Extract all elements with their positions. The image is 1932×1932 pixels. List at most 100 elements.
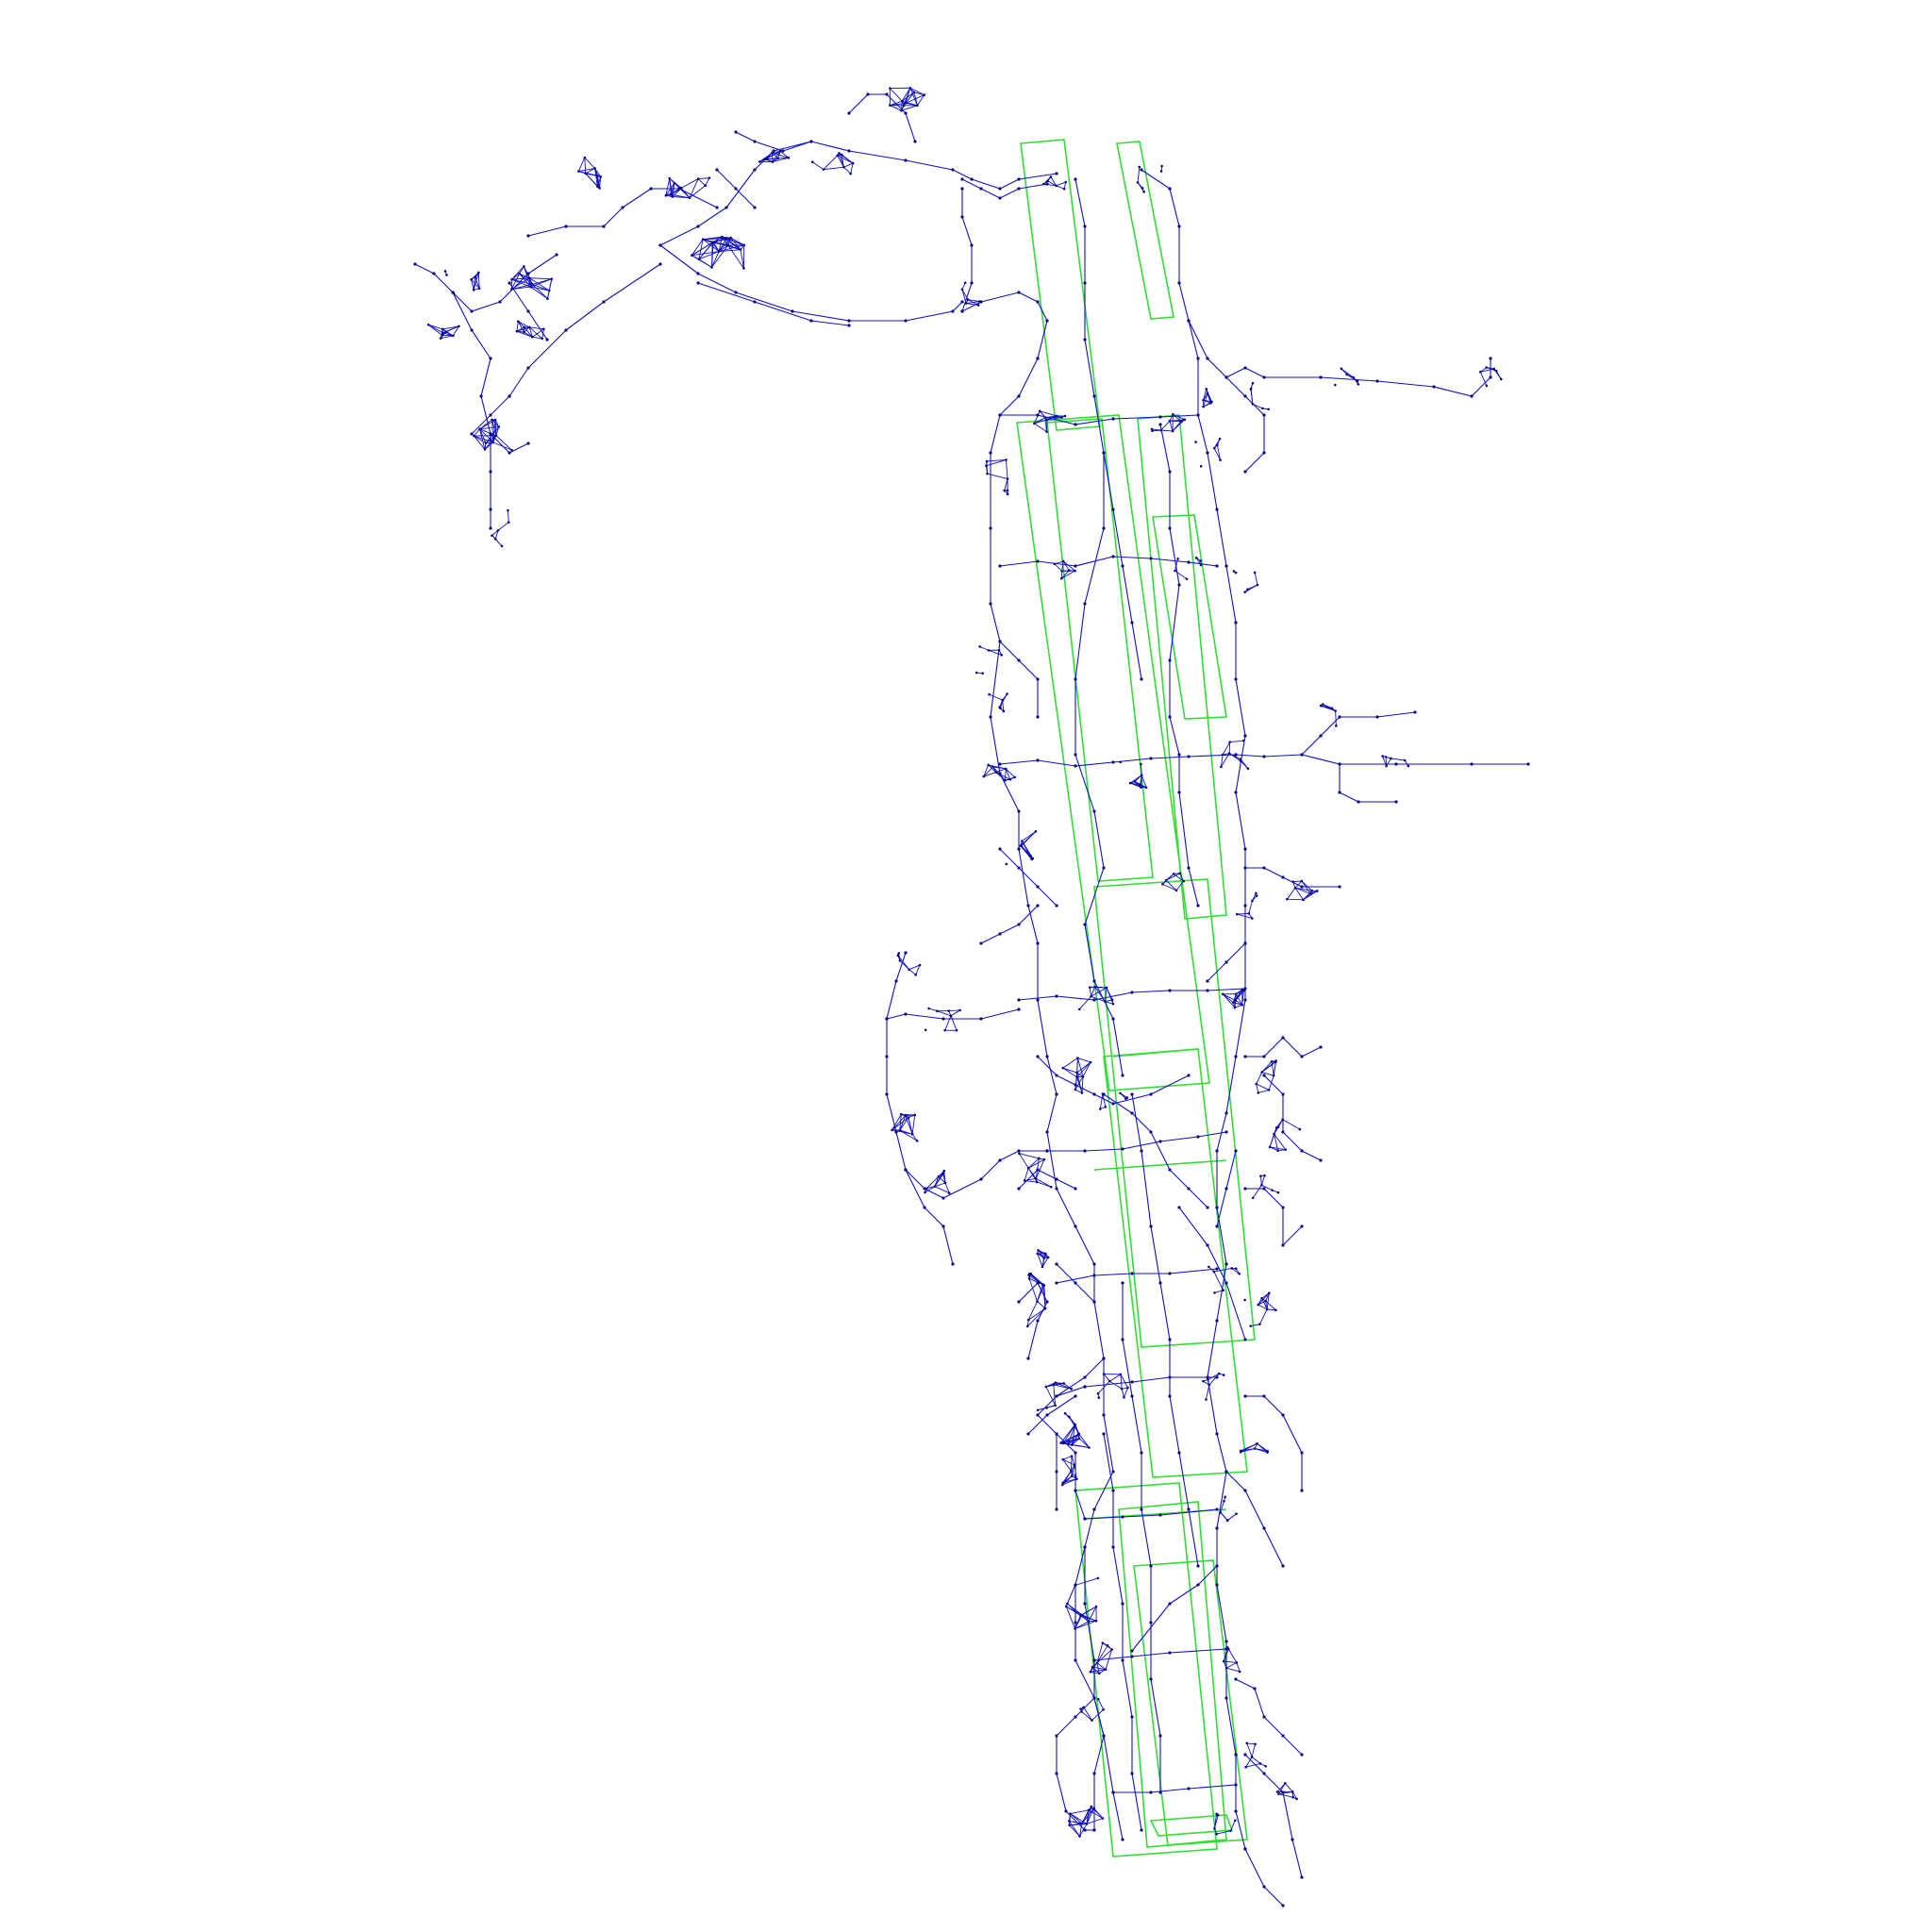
mesh-node [1090,995,1092,998]
node-36-1 [1206,1243,1208,1246]
mesh-link [990,694,1003,700]
mesh-node [942,1170,945,1173]
mesh-node [1024,1179,1026,1182]
node-36-2 [1224,1281,1227,1284]
junction-mesh-56 [975,645,1003,675]
mesh-node [510,278,513,281]
mesh-node [1195,557,1198,559]
mesh-node [1088,1808,1091,1811]
mesh-node [508,521,510,524]
mesh-node [1139,783,1141,786]
mesh-node [1260,1184,1263,1187]
mesh-node [1031,858,1034,860]
node-55-0 [1017,1300,1020,1303]
mesh-node [1097,1392,1100,1395]
mesh-node [470,278,473,281]
mesh-node [838,152,841,155]
node-64-3 [979,941,982,944]
mesh-node [1074,570,1076,573]
mesh-node [1228,752,1231,755]
mesh-node [1103,1373,1106,1375]
mesh-node [1241,1004,1244,1007]
node-58-6 [1092,1772,1095,1774]
mesh-node [1104,1106,1107,1108]
mesh-node [1070,1388,1073,1391]
mesh-node [1200,465,1203,468]
mesh-node [1222,992,1224,995]
node-16-0 [960,309,963,312]
road-segment-47 [1226,1472,1283,1566]
node-50-0 [1243,1847,1246,1850]
mesh-node [1276,1790,1279,1793]
node-0-9 [970,177,973,180]
node-32-2 [1158,1513,1161,1516]
mesh-node [900,1113,903,1116]
node-53-1 [923,1206,925,1208]
node-20-4 [1168,658,1171,661]
mesh-node [742,244,745,247]
mesh-node [1233,570,1236,573]
node-13-0 [508,281,510,284]
mesh-link [1107,988,1112,1000]
mesh-link [1258,1090,1269,1092]
node-17-17 [1055,1092,1058,1095]
node-43-2 [1281,1036,1284,1039]
mesh-node [485,441,488,444]
mesh-node [1078,1835,1081,1838]
mesh-node [528,326,531,329]
mesh-node [1079,1707,1082,1710]
mesh-node [1068,1824,1071,1827]
node-64-1 [1017,923,1020,925]
node-18-28 [1215,1583,1218,1586]
mesh-node [1033,423,1036,425]
node-44-3 [1300,1149,1303,1152]
node-47-1 [1243,1489,1246,1491]
node-39-3 [1319,734,1322,737]
node-27-0 [998,762,1001,765]
node-18-12 [1243,734,1246,737]
mesh-node [1381,755,1384,758]
mesh-node [1224,1496,1226,1499]
mesh-node [967,298,970,301]
road-segment-56 [1038,1387,1085,1519]
node-51-2 [941,1017,944,1020]
mesh-link [1247,1743,1256,1744]
mesh-node [978,645,981,648]
node-21-9 [1111,1017,1114,1020]
node-23-7 [1149,1677,1152,1680]
node-39-5 [1375,715,1378,718]
node-5-2 [498,300,501,303]
mesh-node [1044,1253,1047,1256]
mesh-node [1007,492,1009,495]
mesh-node [577,170,580,173]
node-18-23 [1215,1319,1218,1322]
mesh-link [691,256,711,268]
node-55-2 [1045,1300,1048,1303]
mesh-link [1223,994,1235,1008]
node-49-4 [1300,1875,1303,1878]
node-22-5 [1168,1394,1171,1397]
mesh-link [1231,1821,1236,1831]
node-48-0 [1234,1677,1237,1680]
mesh-node [965,302,968,305]
mesh-node [725,237,728,240]
node-34-2 [1187,1787,1190,1790]
node-2-1 [753,300,756,303]
mesh-node [913,1114,916,1117]
node-38-0 [1224,375,1227,378]
mesh-node [1322,703,1324,706]
node-23-1 [1121,1338,1124,1341]
mesh-node [936,1009,939,1012]
mesh-node [599,175,602,178]
mesh-node [1264,1765,1267,1768]
mesh-link [1287,888,1295,899]
mesh-link [1323,705,1335,711]
mesh-node [944,1182,947,1185]
node-46-4 [1300,1489,1303,1491]
mesh-link [585,158,595,168]
mesh-node [1176,558,1179,560]
mesh-node [491,441,494,444]
node-9-3 [809,140,812,142]
node-52-0 [885,1017,888,1020]
node-18-17 [1243,998,1246,1001]
